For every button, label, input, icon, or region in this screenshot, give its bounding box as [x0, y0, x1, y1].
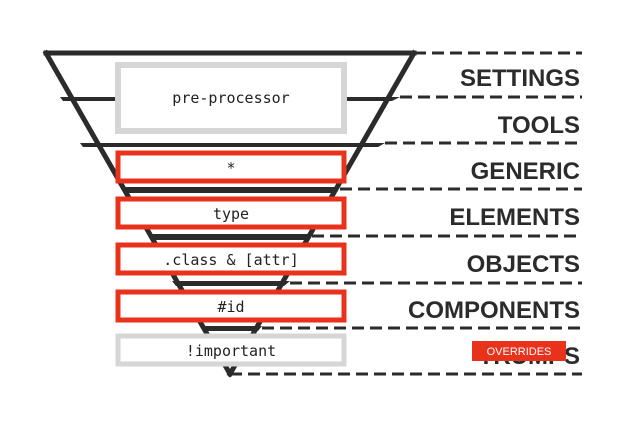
layer-label-objects: OBJECTS [467, 251, 580, 278]
box-preprocessor-text: pre-processor [172, 89, 289, 107]
layer-label-elements: ELEMENTS [449, 204, 580, 231]
layer-label-components: COMPONENTS [408, 297, 580, 324]
funnel-band-trumps [200, 326, 262, 331]
layer-label-tools: TOOLS [498, 112, 580, 139]
dashed-tier-lines [230, 51, 582, 376]
box-important [115, 333, 347, 367]
box-id-text: #id [217, 298, 244, 316]
layer-labels: SETTINGS TOOLS GENERIC ELEMENTS OBJECTS … [408, 65, 580, 370]
funnel-band-elements [122, 187, 340, 193]
layer-label-generic: GENERIC [471, 158, 580, 185]
layer-label-settings: SETTINGS [460, 65, 580, 92]
overrides-badge-text: OVERRIDES [487, 346, 552, 358]
box-universal [115, 150, 347, 184]
box-class-attr-text: .class & [attr] [163, 251, 298, 269]
box-important-text: !important [186, 342, 276, 360]
box-universal-text: * [226, 159, 235, 177]
selector-boxes: pre-processor * type .class & [attr] #id… [115, 62, 347, 367]
box-id [115, 289, 347, 323]
box-type [115, 196, 347, 230]
funnel-band-objects [150, 234, 312, 240]
box-class-attr [115, 242, 347, 276]
overrides-badge: OVERRIDES [472, 341, 566, 361]
box-preprocessor [115, 62, 347, 134]
box-type-text: type [213, 205, 249, 223]
funnel-band-components [172, 281, 290, 286]
funnel-band-generic [80, 143, 385, 147]
overrides-badge-bg [472, 341, 566, 361]
